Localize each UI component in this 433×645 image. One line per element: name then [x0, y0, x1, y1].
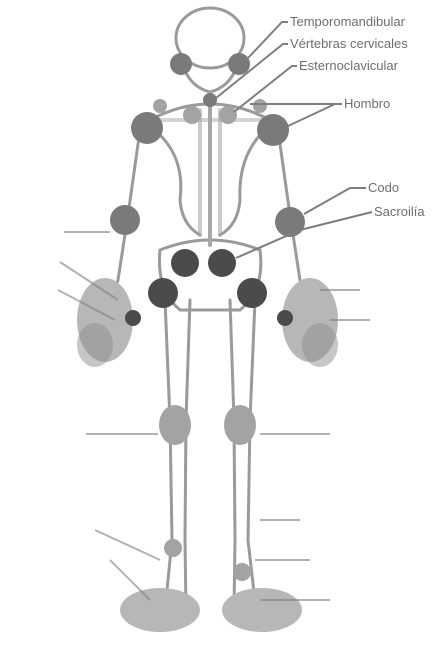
joint-ankle-right	[233, 563, 251, 581]
leader-vertebras-cervicales	[216, 44, 288, 98]
label-temporomandibular: Temporomandibular	[290, 14, 406, 29]
joint-elbow-left	[110, 205, 140, 235]
spine	[150, 92, 270, 245]
joint-sacroiliac-left	[171, 249, 199, 277]
label-hombro: Hombro	[344, 96, 390, 111]
leader-temporomandibular	[248, 22, 288, 58]
label-codo: Codo	[368, 180, 399, 195]
joint-sternoclavicular-right	[219, 106, 237, 124]
joint-sacroiliac-right	[208, 249, 236, 277]
joints	[110, 53, 305, 581]
joint-cervical	[203, 93, 217, 107]
joint-knee-left	[159, 405, 191, 445]
joint-temporomandibular-right	[228, 53, 250, 75]
joint-temporomandibular-left	[170, 53, 192, 75]
joint-shoulder-left	[131, 112, 163, 144]
label-esternoclavicular: Esternoclavicular	[299, 58, 399, 73]
joint-hip-left	[148, 278, 178, 308]
joint-ankle-left	[164, 539, 182, 557]
foot-left	[120, 588, 200, 632]
label-vertebras-cervicales: Vértebras cervicales	[290, 36, 408, 51]
joint-shoulder-right	[257, 114, 289, 146]
joint-elbow-right	[275, 207, 305, 237]
foot-right	[222, 588, 302, 632]
joint-hip-right	[237, 278, 267, 308]
leader-codo	[304, 188, 366, 214]
joint-knee-right	[224, 405, 256, 445]
joint-wrist-right	[277, 310, 293, 326]
joint-wrist-left	[125, 310, 141, 326]
leader-hombro-2	[288, 104, 335, 126]
label-sacroilia: Sacroilía	[374, 204, 425, 219]
joint-sternoclavicular-left	[183, 106, 201, 124]
